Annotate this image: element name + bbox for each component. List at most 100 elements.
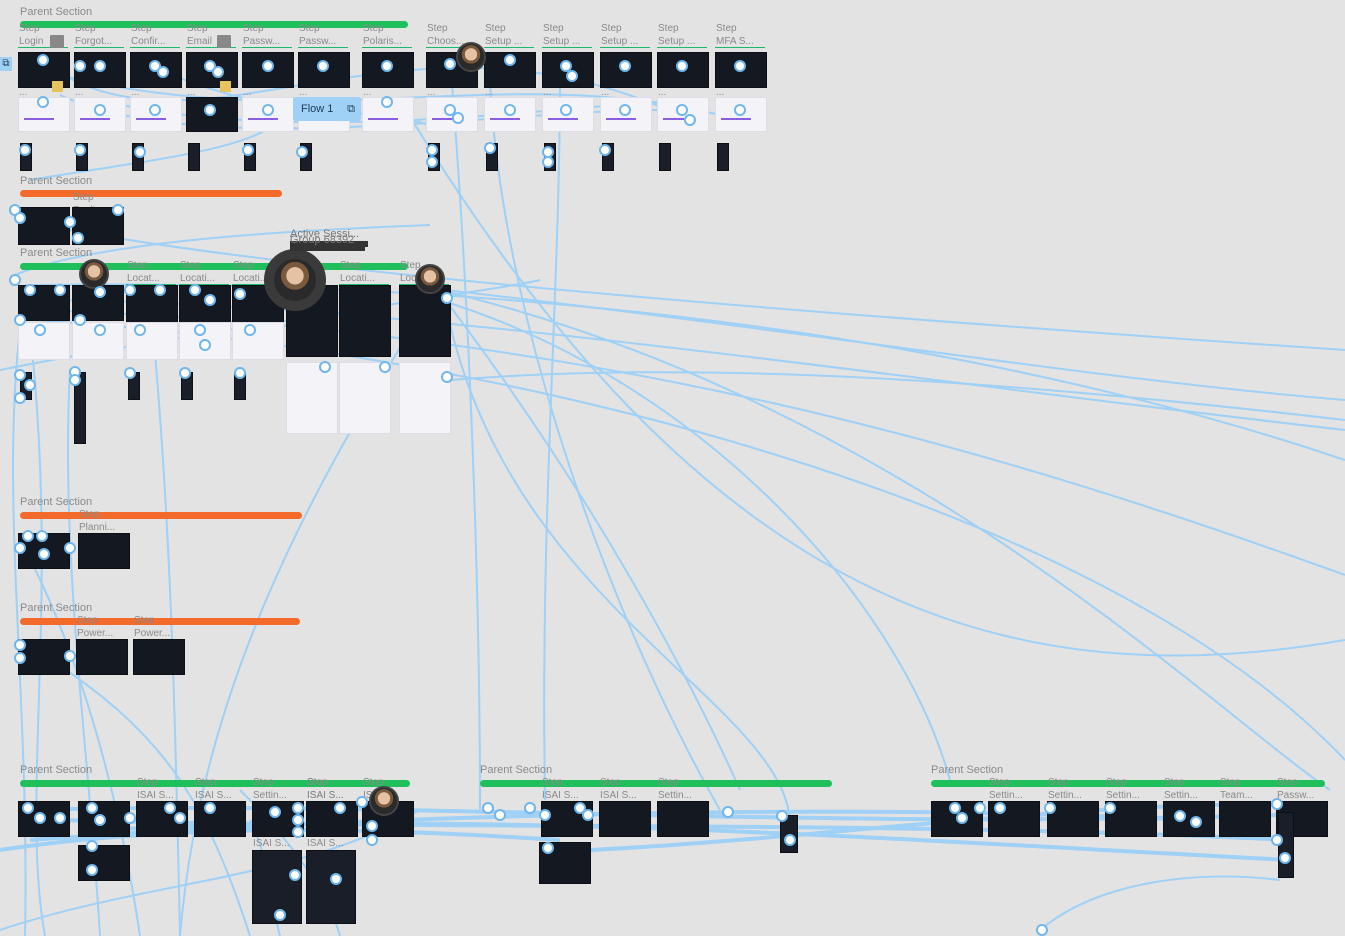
preview-frame-12[interactable] — [715, 97, 767, 132]
collaborator-avatar-1[interactable] — [79, 259, 109, 289]
preview-frame-7[interactable] — [426, 97, 478, 132]
step-frame-0-9[interactable] — [542, 52, 594, 88]
isai-sub-frame[interactable] — [78, 845, 130, 881]
isai-frame-x0[interactable] — [18, 801, 70, 837]
collaborator-avatar-3[interactable] — [415, 264, 445, 294]
step-frame-5-4[interactable] — [306, 801, 358, 837]
location-mobile-2[interactable] — [128, 372, 140, 400]
mobile-frame-12[interactable] — [717, 143, 729, 171]
location-frame-a0[interactable] — [18, 285, 70, 321]
connection-line[interactable] — [449, 59, 481, 811]
preview-frame-2[interactable] — [130, 97, 182, 132]
mobile-frame-11[interactable] — [659, 143, 671, 171]
step-frame-6-2[interactable] — [657, 801, 709, 837]
step-frame-0-6[interactable] — [362, 52, 414, 88]
mobile-frame-3[interactable] — [188, 143, 200, 171]
preview-frame-0[interactable] — [18, 97, 70, 132]
mobile-frame-8[interactable] — [486, 143, 498, 171]
location-list-4[interactable] — [232, 322, 284, 360]
connection-line[interactable] — [1039, 875, 1281, 931]
preview-frame-4[interactable] — [242, 97, 294, 132]
location-mobile-0[interactable] — [20, 372, 32, 400]
connection-line[interactable] — [489, 79, 721, 811]
planning-frame-a[interactable] — [18, 533, 70, 569]
mobile-frame-7[interactable] — [428, 143, 440, 171]
preview-frame-8[interactable] — [484, 97, 536, 132]
location-mobile-3[interactable] — [181, 372, 193, 400]
location-table-1[interactable] — [339, 362, 391, 434]
step-frame-4-0[interactable] — [76, 639, 128, 675]
connection-line[interactable] — [149, 299, 181, 936]
location-list-1[interactable] — [72, 322, 124, 360]
step-frame-7-2[interactable] — [1105, 801, 1157, 837]
mobile-frame-4[interactable] — [244, 143, 256, 171]
section-bar-7[interactable] — [931, 780, 1325, 787]
step-frame-0-5[interactable] — [298, 52, 350, 88]
connection-line[interactable] — [429, 279, 741, 791]
location-frame-a1[interactable] — [72, 285, 124, 321]
preview-frame-11[interactable] — [657, 97, 709, 132]
location-list-3[interactable] — [179, 322, 231, 360]
settings-mobile-a[interactable] — [780, 815, 798, 853]
section-bar-0[interactable] — [20, 21, 408, 28]
connection-line[interactable] — [444, 299, 791, 821]
step-frame-7-4[interactable] — [1219, 801, 1271, 837]
step-frame-0-10[interactable] — [600, 52, 652, 88]
location-table-0[interactable] — [286, 362, 338, 434]
connection-line[interactable] — [439, 289, 1331, 791]
step-frame-0-1[interactable] — [74, 52, 126, 88]
step-frame-0-2[interactable] — [130, 52, 182, 88]
preview-frame-9[interactable] — [542, 97, 594, 132]
connection-line[interactable] — [444, 289, 1345, 401]
step-frame-6-0[interactable] — [541, 801, 593, 837]
step-frame-4-1[interactable] — [133, 639, 185, 675]
frame-tool-icon[interactable]: ⧉ — [0, 57, 12, 71]
step-frame-7-1[interactable] — [1047, 801, 1099, 837]
preview-frame-1[interactable] — [74, 97, 126, 132]
step-frame-0-8[interactable] — [484, 52, 536, 88]
flow-start-tag[interactable]: Flow 1 ⧉ — [293, 97, 361, 121]
mobile-frame-5[interactable] — [300, 143, 312, 171]
isai-tall-b[interactable] — [306, 850, 356, 924]
collaborator-avatar-4[interactable] — [369, 786, 399, 816]
settings-frame-first[interactable] — [931, 801, 983, 837]
section-bar-6[interactable] — [480, 780, 832, 787]
connection-line[interactable] — [399, 99, 1345, 657]
preview-frame-10[interactable] — [600, 97, 652, 132]
collaborator-avatar-2[interactable] — [264, 249, 326, 311]
isai-frame-x1[interactable] — [78, 801, 130, 837]
section-bar-1[interactable] — [20, 190, 282, 197]
location-map-1[interactable] — [339, 285, 391, 357]
email-dark-frame[interactable] — [186, 97, 238, 132]
step-frame-5-3[interactable] — [252, 801, 304, 837]
step-frame-3-0[interactable] — [78, 533, 130, 569]
location-table-2[interactable] — [399, 362, 451, 434]
location-list-2[interactable] — [126, 322, 178, 360]
step-frame-5-0[interactable] — [136, 801, 188, 837]
step-frame-0-4[interactable] — [242, 52, 294, 88]
settings-mobile-b[interactable] — [1278, 812, 1294, 878]
fault-frame-a[interactable] — [18, 207, 70, 245]
connection-line[interactable] — [543, 69, 561, 801]
connection-line[interactable] — [449, 371, 1345, 421]
location-map-2[interactable] — [399, 285, 451, 357]
connection-line[interactable] — [14, 224, 431, 276]
mobile-frame-10[interactable] — [602, 143, 614, 171]
location-mobile-4[interactable] — [234, 372, 246, 400]
step-frame-7-0[interactable] — [988, 801, 1040, 837]
location-mobile-1[interactable] — [74, 372, 86, 444]
section-bar-5[interactable] — [20, 780, 410, 787]
step-frame-0-11[interactable] — [657, 52, 709, 88]
connection-line[interactable] — [439, 299, 951, 781]
section-bar-4[interactable] — [20, 618, 300, 625]
step-frame-0-12[interactable] — [715, 52, 767, 88]
mobile-frame-0[interactable] — [20, 143, 32, 171]
section-bar-3[interactable] — [20, 512, 302, 519]
isai-tall-a[interactable] — [252, 850, 302, 924]
isai-sub-frame-b[interactable] — [539, 842, 591, 884]
location-list-0[interactable] — [18, 322, 70, 360]
step-frame-6-1[interactable] — [599, 801, 651, 837]
power-frame-a[interactable] — [18, 639, 70, 675]
section-bar-2[interactable] — [20, 263, 408, 270]
